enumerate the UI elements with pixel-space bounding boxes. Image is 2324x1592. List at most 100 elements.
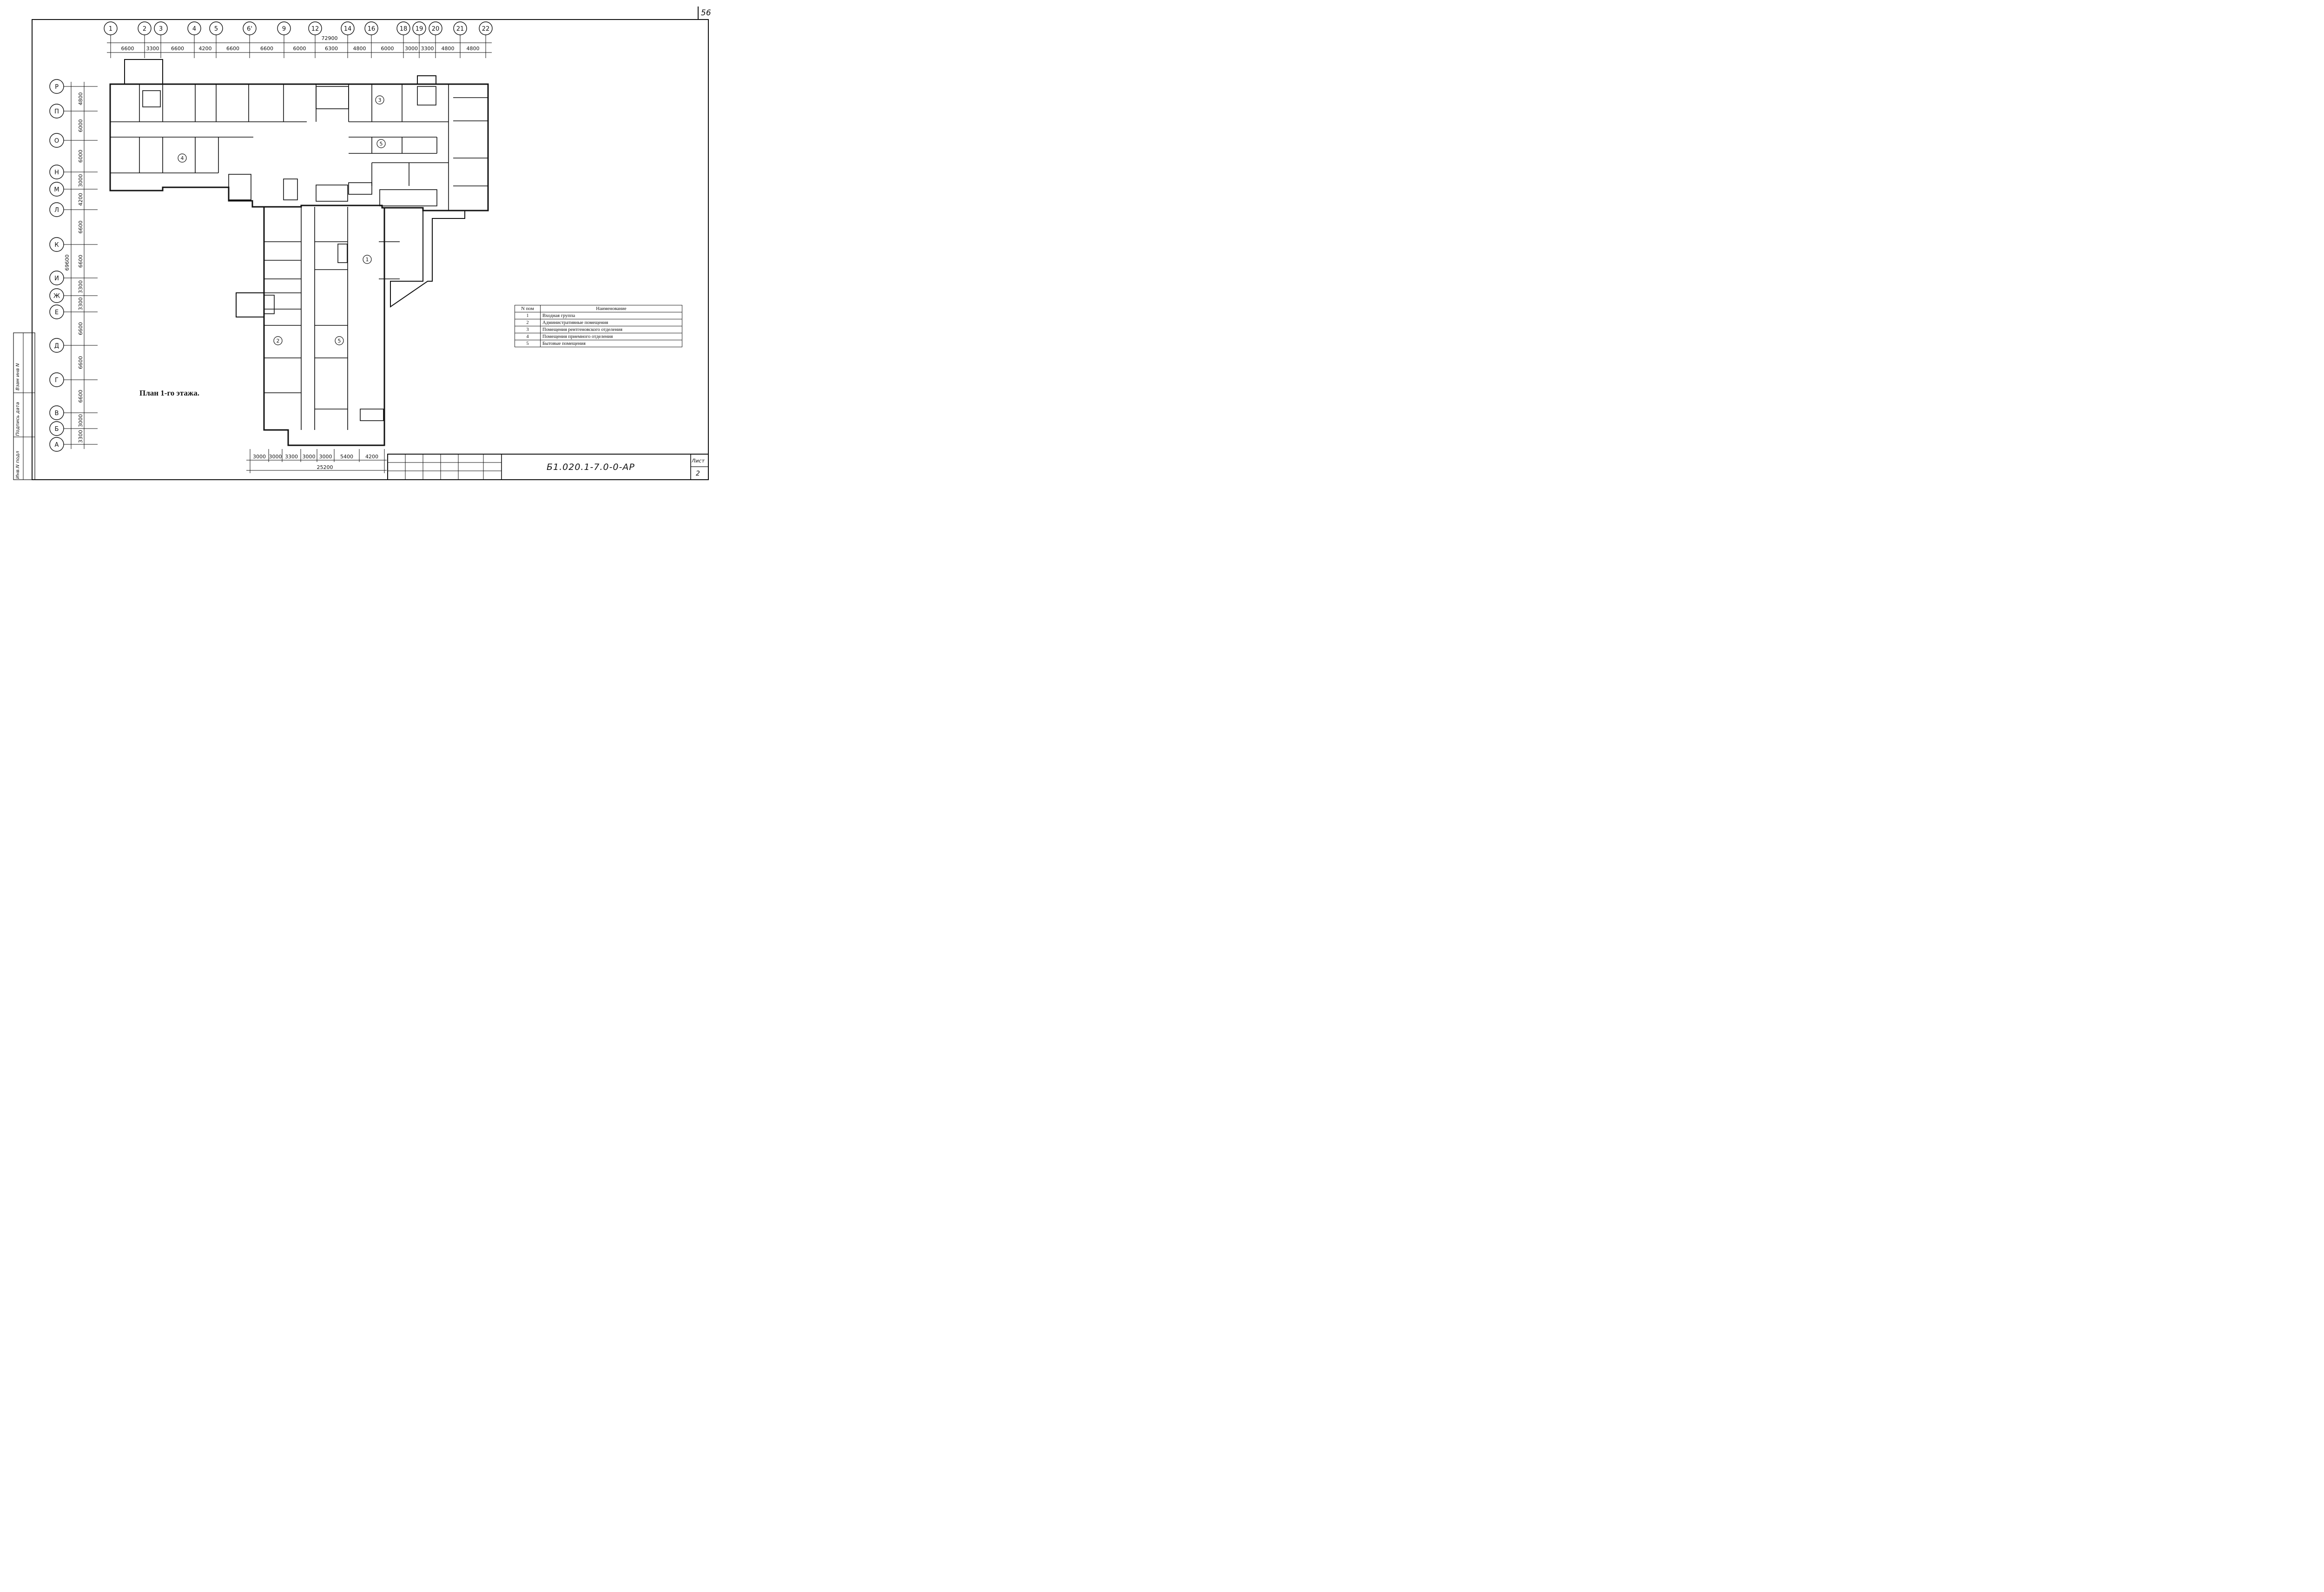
axis-label: 9 (282, 26, 286, 33)
dimension-label: 5400 (340, 454, 353, 460)
axis-label: М (54, 186, 59, 193)
room-mark-label: 5 (338, 338, 341, 344)
room-mark-label: 1 (366, 257, 369, 263)
dimension-label: 4800 (78, 92, 84, 106)
axis-label: 19 (416, 26, 423, 33)
axis-label: 3 (159, 26, 163, 33)
dimension-label: 3000 (269, 454, 282, 460)
legend-num: 3 (515, 326, 541, 333)
axis-label: Л (54, 207, 59, 214)
room-mark-circle (376, 139, 386, 148)
axis-label: 14 (344, 26, 352, 33)
left-dimension-chain (71, 82, 85, 449)
dimension-label: 3300 (78, 297, 84, 310)
legend-name: Бытовые помещения (540, 340, 682, 347)
dimension-label: 4800 (442, 46, 455, 52)
legend-row: 4 Помещения приемного отделения (515, 333, 682, 340)
axis-label: Ж (53, 293, 60, 300)
dimension-label: 4800 (467, 46, 480, 52)
axis-label: Г (55, 377, 59, 384)
dimension-label: 4200 (78, 193, 84, 206)
dimension-label: 3300 (78, 280, 84, 293)
room-mark-circle (273, 336, 283, 345)
axis-label: 1 (109, 26, 112, 33)
axis-label: Н (54, 169, 59, 176)
side-label-replace: Взам инв N (15, 363, 20, 390)
legend-row: 3 Помещения рентгеновского отделения (515, 326, 682, 333)
dimension-label: 4800 (353, 46, 366, 52)
sheet-frame (13, 7, 709, 480)
legend-name: Помещения рентгеновского отделения (540, 326, 682, 333)
legend-row: 5 Бытовые помещения (515, 340, 682, 347)
sheet-number: 2 (696, 470, 700, 477)
dimension-label: 3000 (319, 454, 332, 460)
dimension-label: 3300 (285, 454, 298, 460)
dimension-label: 3000 (78, 174, 84, 187)
top-total-dimension: 72900 (322, 35, 338, 41)
dimension-label: 6600 (78, 390, 84, 403)
room-legend-table: N пом Наименование 1 Входная группа 2 Ад… (515, 305, 682, 347)
left-dimensions: 4800 6000 6000 3000 4200 6600 6600 3300 3300 6600… (78, 92, 84, 443)
axis-label: Д (54, 343, 59, 350)
room-mark-circle (363, 255, 372, 264)
sheet-label: Лист (692, 458, 705, 464)
room-mark-circle (375, 95, 384, 105)
dimension-label: 6600 (260, 46, 273, 52)
axis-label: И (54, 275, 59, 282)
dimension-label: 3000 (253, 454, 266, 460)
dimension-label: 4200 (199, 46, 212, 52)
axis-label: Б (55, 426, 59, 433)
axis-label: 6' (247, 26, 252, 33)
dimension-label: 3300 (78, 430, 84, 443)
axis-label: П (54, 108, 59, 115)
legend-num: 2 (515, 319, 541, 326)
axis-label: 18 (400, 26, 408, 33)
dimension-label: 6000 (78, 119, 84, 132)
legend-name: Входная группа (540, 312, 682, 319)
room-mark-circle (178, 153, 187, 163)
dimension-label: 6600 (78, 255, 84, 268)
room-mark-label: 2 (277, 338, 280, 344)
floor-plan (109, 59, 489, 446)
dimension-label: 3000 (405, 46, 418, 52)
legend-num: 5 (515, 340, 541, 347)
dimension-label: 6600 (78, 356, 84, 369)
left-total-dimension: 69600 (64, 255, 70, 271)
side-label-inv: Инв.N подл (15, 451, 20, 479)
west-annex (236, 292, 264, 317)
legend-row: 2 Административные помещения (515, 319, 682, 326)
room-mark-label: 5 (380, 141, 383, 147)
top-dimension-chain (107, 42, 492, 53)
dimension-label: 4200 (365, 454, 378, 460)
room-mark-label: 4 (181, 155, 184, 161)
side-label-signature: Подпись дата (15, 402, 20, 436)
plan-title: План 1-го этажа. (139, 389, 199, 397)
axis-label: Е (55, 309, 59, 316)
east-stair-annex (417, 75, 436, 84)
room-mark-label: 3 (378, 97, 382, 103)
legend-header-num: N пом (515, 305, 541, 312)
bottom-total-dimension: 25200 (317, 464, 333, 470)
dimension-label: 6600 (78, 221, 84, 234)
axis-label: В (55, 410, 59, 417)
legend-num: 1 (515, 312, 541, 319)
room-marks: 1 2 3 4 5 5 (178, 95, 386, 345)
axis-label: 20 (432, 26, 440, 33)
legend-name: Помещения приемного отделения (540, 333, 682, 340)
dimension-label: 6600 (121, 46, 134, 52)
dimension-label: 6600 (226, 46, 239, 52)
dimension-label: 6600 (78, 322, 84, 335)
axis-label: А (55, 442, 59, 449)
dimension-label: 3300 (146, 46, 159, 52)
document-number: Б1.020.1-7.0-0-АР (547, 462, 635, 472)
dimension-label: 6000 (78, 150, 84, 163)
axis-label: 5 (214, 26, 218, 33)
room-mark-circle (335, 336, 344, 345)
dimension-label: 6300 (325, 46, 338, 52)
axis-label: 16 (368, 26, 376, 33)
central-wing-outline (263, 207, 385, 446)
